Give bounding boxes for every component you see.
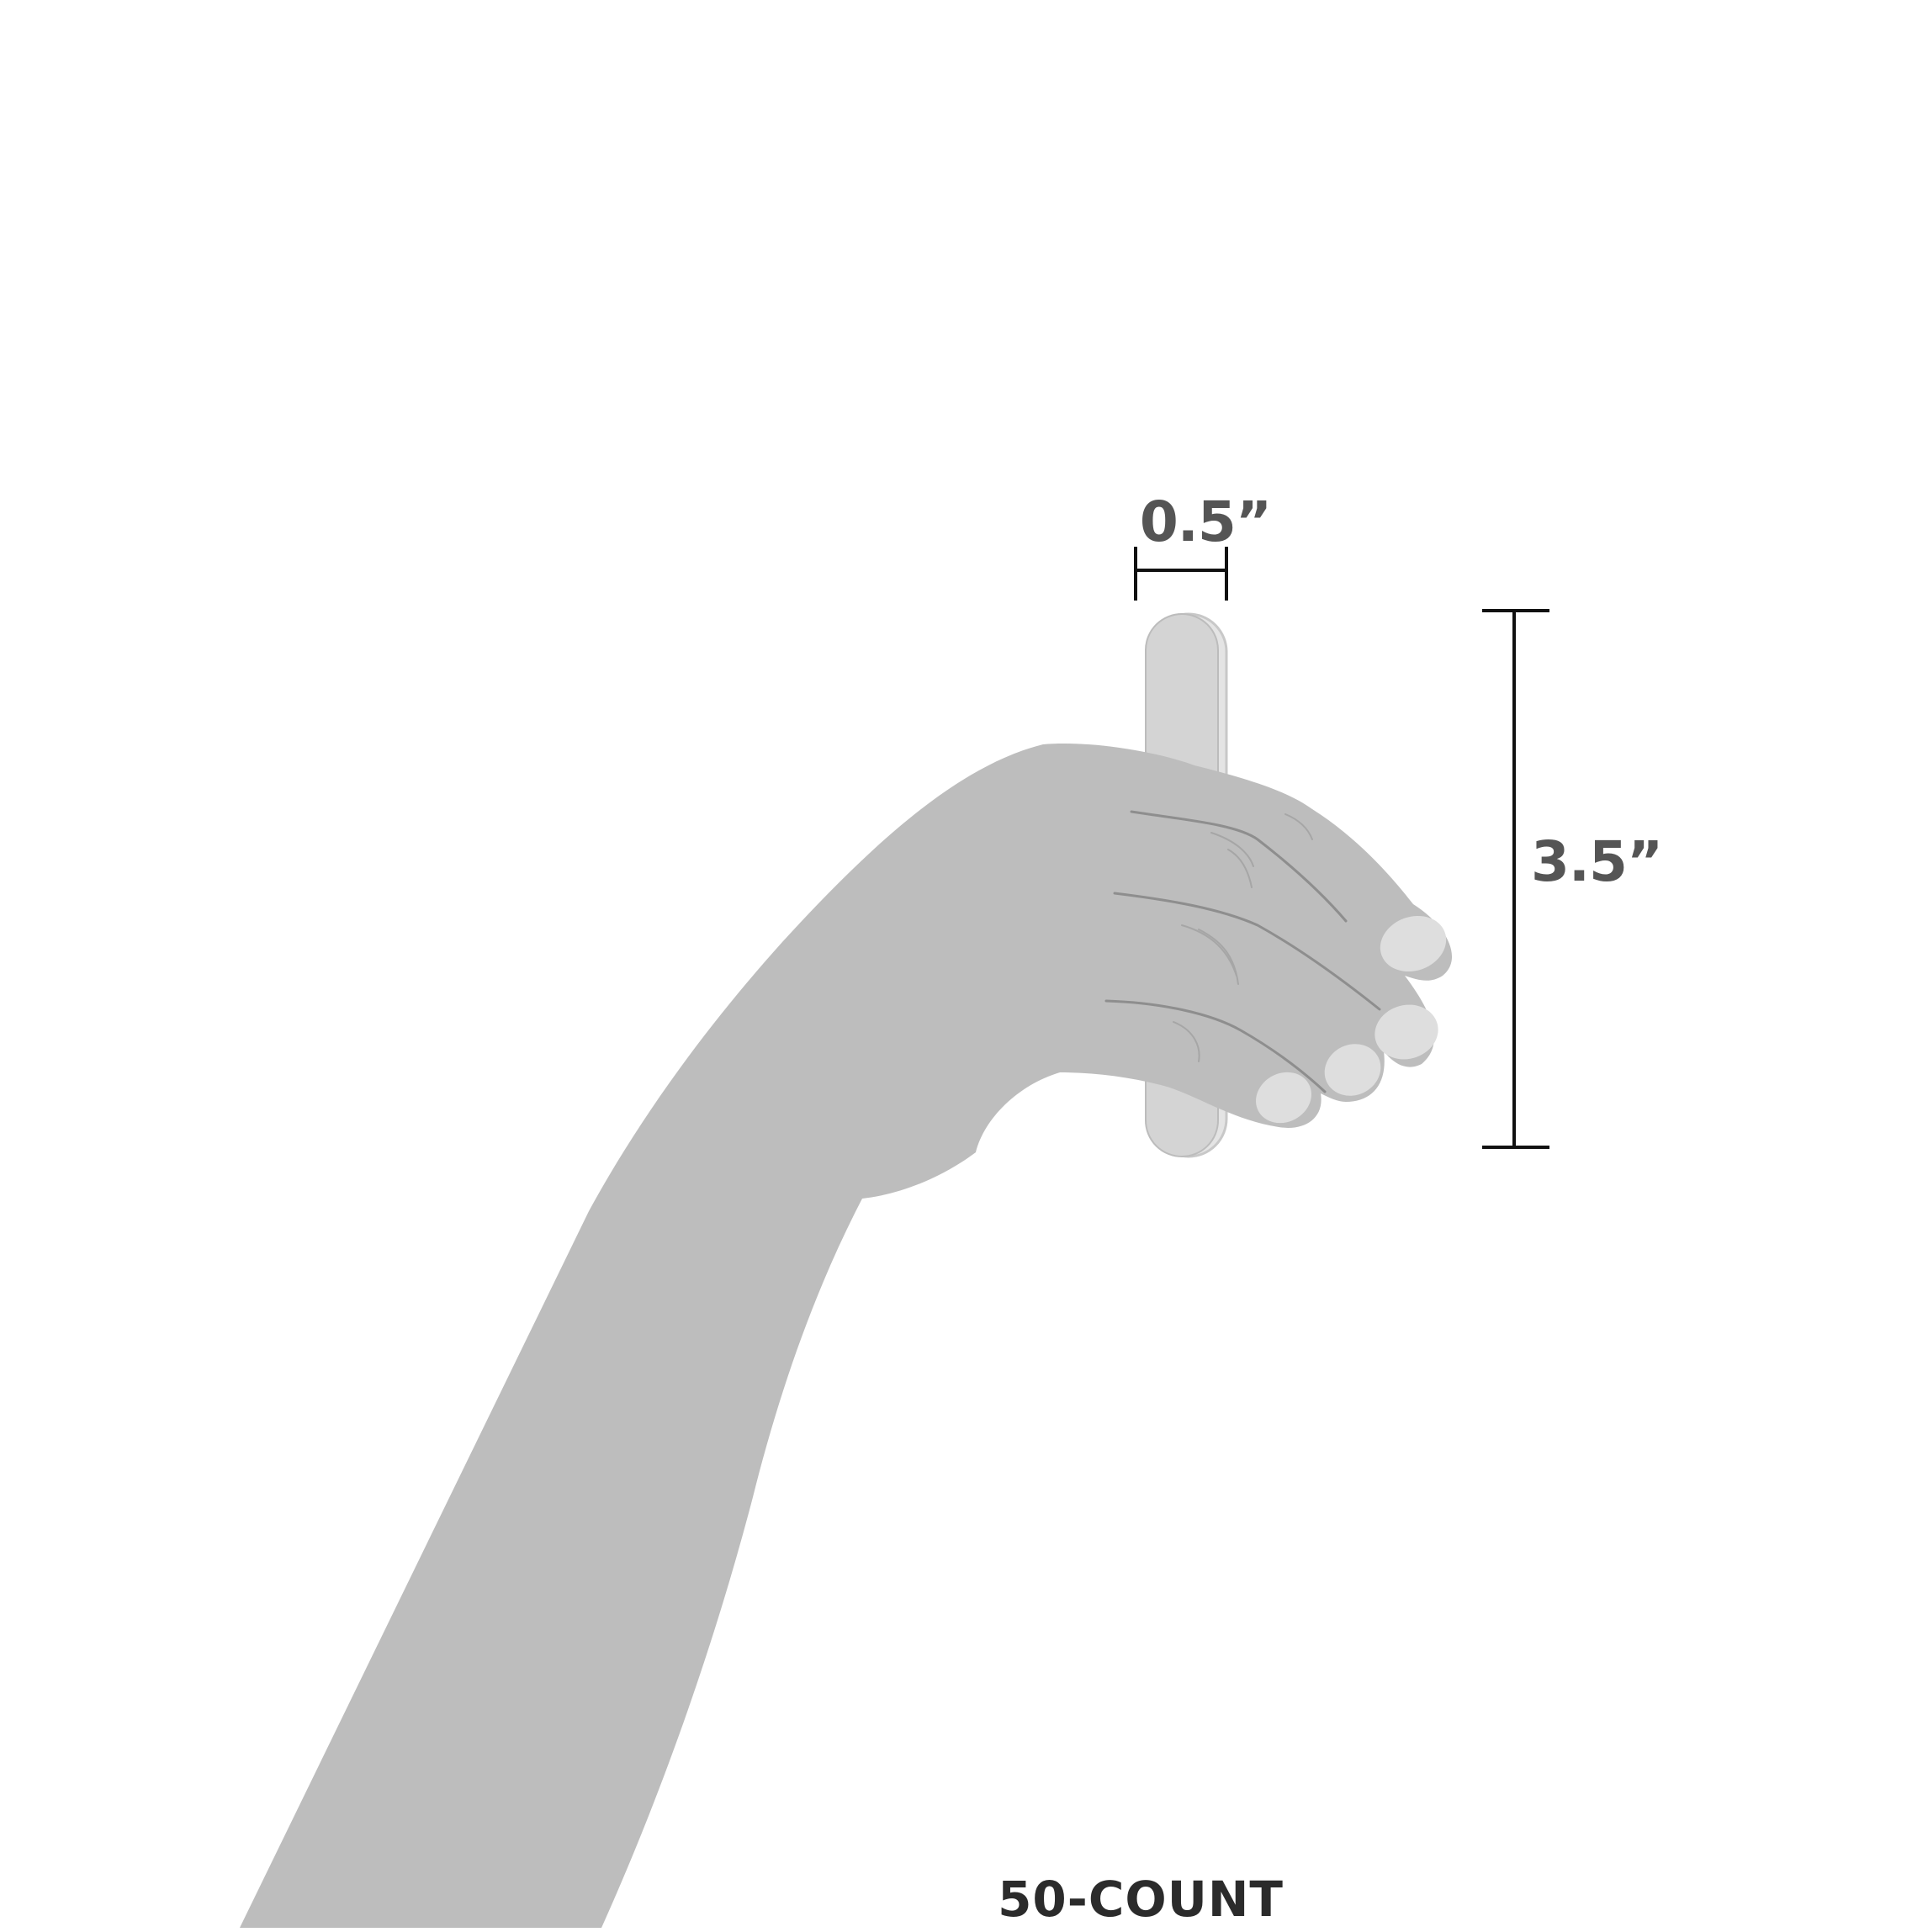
count-label: 50-COUNT xyxy=(998,1871,1284,1928)
hand-silhouette xyxy=(240,744,1453,1928)
width-dimension-bracket xyxy=(1134,547,1228,601)
width-dimension-label: 0.5” xyxy=(1139,490,1272,554)
height-dimension-bracket xyxy=(1482,609,1549,1149)
fingernails xyxy=(1256,915,1447,1124)
height-dimension-label: 3.5” xyxy=(1531,829,1663,894)
finger-creases xyxy=(1104,810,1381,1093)
